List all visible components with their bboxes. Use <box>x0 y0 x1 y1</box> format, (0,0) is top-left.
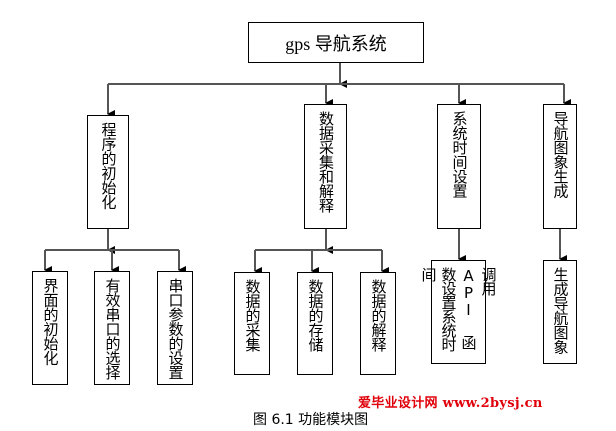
submodule-label: 数据的存储 <box>306 279 325 352</box>
root-node: gps 导航系统 <box>248 22 424 63</box>
submodule-data-collect: 数据的采集 <box>234 272 270 375</box>
module-label: 导航图象生成 <box>551 111 570 198</box>
module-program-init: 程序的初始化 <box>87 115 129 229</box>
submodule-label: 有效串口的选择 <box>103 278 122 380</box>
root-label: gps 导航系统 <box>285 33 387 54</box>
submodule-ui-init: 界面的初始化 <box>32 271 68 385</box>
module-label: 数据采集和解释 <box>317 111 335 213</box>
submodule-label: 串口参数的设置 <box>166 278 185 380</box>
submodule-label: 生成导航图象 <box>551 267 570 354</box>
submodule-api-set-time: 调用 API 函数设置系统时间 <box>420 260 498 364</box>
submodule-label: 数据的采集 <box>243 279 262 352</box>
module-system-time: 系统时间设置 <box>437 104 481 229</box>
submodule-label: 界面的初始化 <box>41 278 60 365</box>
figure-caption: 图 6.1 功能模块图 <box>253 412 369 428</box>
submodule-data-parse: 数据的解释 <box>360 272 396 375</box>
module-label: 系统时间设置 <box>450 111 469 198</box>
submodule-data-storage: 数据的存储 <box>297 272 333 375</box>
submodule-label: 调用 API 函数设置系统时间 <box>419 267 498 351</box>
submodule-serial-port-select: 有效串口的选择 <box>94 271 130 385</box>
submodule-serial-param-settings: 串口参数的设置 <box>157 271 193 385</box>
submodule-generate-nav-image: 生成导航图象 <box>543 260 577 364</box>
watermark: 爱毕业设计网 www.2bysj.cn <box>358 396 543 411</box>
module-nav-image: 导航图象生成 <box>543 104 577 229</box>
submodule-label: 数据的解释 <box>369 279 388 352</box>
module-label: 程序的初始化 <box>99 122 118 209</box>
module-data-collect-parse: 数据采集和解释 <box>304 104 347 229</box>
